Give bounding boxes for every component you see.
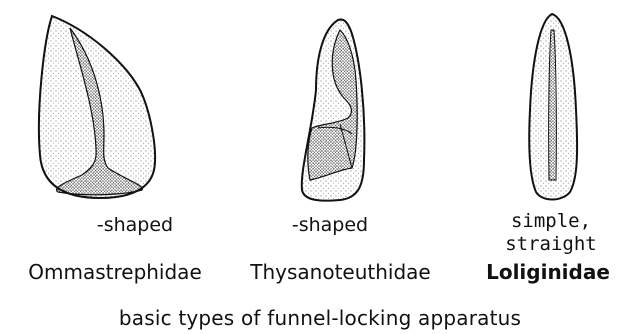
thysanoteuthidae-shape-label: -shaped [245,214,415,236]
ommastrephidae-shape-label: -shaped [60,214,210,236]
ommastrephidae-cartilage [39,16,155,198]
family-ommastrephidae: Ommastrephidae [10,260,220,284]
loliginidae-cartilage [529,14,577,200]
loliginidae-shape-line2: straight [486,233,616,256]
loliginidae-shape-line1: simple, [486,210,616,233]
family-thysanoteuthidae: Thysanoteuthidae [238,260,443,284]
loliginidae-shape-label: simple, straight [486,210,616,256]
figure-caption: basic types of funnel-locking apparatus [100,306,540,330]
family-loliginidae: Loliginidae [478,260,618,284]
thysanoteuthidae-cartilage [302,20,365,201]
